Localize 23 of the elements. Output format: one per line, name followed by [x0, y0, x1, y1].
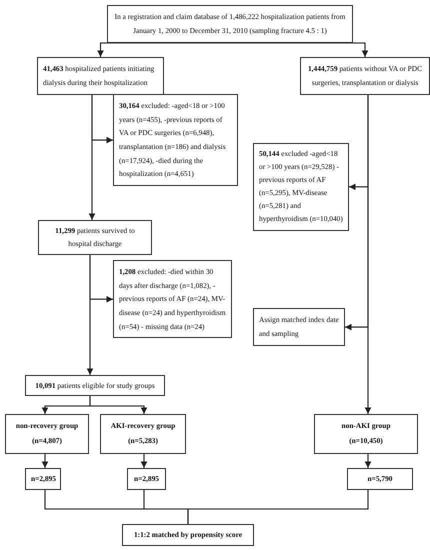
process-box	[127, 468, 166, 490]
process-box	[253, 143, 349, 231]
process-box	[347, 468, 413, 490]
process-box	[37, 57, 164, 96]
process-box	[25, 468, 61, 490]
process-box	[113, 94, 238, 186]
process-box	[300, 57, 430, 96]
process-box	[25, 375, 165, 396]
arrow	[140, 454, 148, 468]
process-box	[113, 260, 232, 338]
arrow	[42, 454, 48, 468]
process-box	[107, 5, 353, 44]
process-box	[5, 414, 89, 454]
process-box	[314, 414, 418, 454]
arrow	[364, 95, 372, 414]
process-box	[253, 308, 345, 346]
arrow	[89, 396, 148, 414]
arrow	[88, 95, 96, 220]
process-box	[38, 220, 152, 256]
arrow	[86, 255, 94, 375]
arrow	[364, 454, 372, 468]
process-box	[100, 414, 186, 454]
process-box	[122, 524, 254, 546]
